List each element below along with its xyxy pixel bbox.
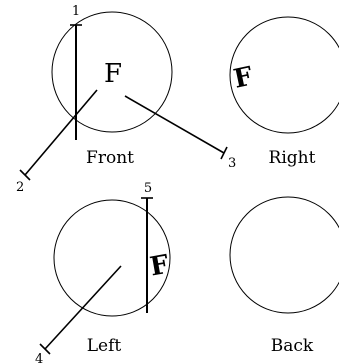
- axis-4-line: [44, 265, 122, 350]
- left-circle: [53, 199, 171, 317]
- axis-1: 1: [70, 4, 82, 140]
- front-label: Front: [86, 148, 134, 168]
- axis-3-line: [124, 95, 225, 154]
- axis-5: 5: [141, 181, 153, 313]
- axis-4: 4: [35, 265, 122, 364]
- front-glyph: F: [104, 59, 122, 89]
- back-view: Back: [229, 196, 339, 356]
- axis-2-number: 2: [16, 180, 24, 195]
- left-glyph: F: [148, 250, 172, 283]
- axis-1-number: 1: [72, 4, 80, 19]
- front-circle: [51, 11, 173, 133]
- back-circle: [229, 196, 339, 314]
- right-glyph: F: [231, 61, 256, 94]
- axis-4-tick: [39, 343, 51, 355]
- axis-2-line: [24, 89, 98, 176]
- left-view: F Left: [53, 199, 172, 356]
- right-circle: [229, 16, 339, 134]
- axis-2: 2: [16, 89, 98, 195]
- axis-5-number: 5: [144, 181, 152, 196]
- axis-4-number: 4: [35, 352, 43, 364]
- right-label: Right: [269, 148, 316, 168]
- axis-3-tick: [220, 146, 228, 160]
- axis-2-tick: [19, 169, 31, 181]
- right-view: F Right: [229, 16, 339, 168]
- back-label: Back: [271, 336, 314, 356]
- axis-3: 3: [124, 95, 236, 171]
- front-view: F Front: [51, 11, 173, 168]
- axis-3-number: 3: [228, 156, 236, 171]
- left-label: Left: [87, 336, 122, 356]
